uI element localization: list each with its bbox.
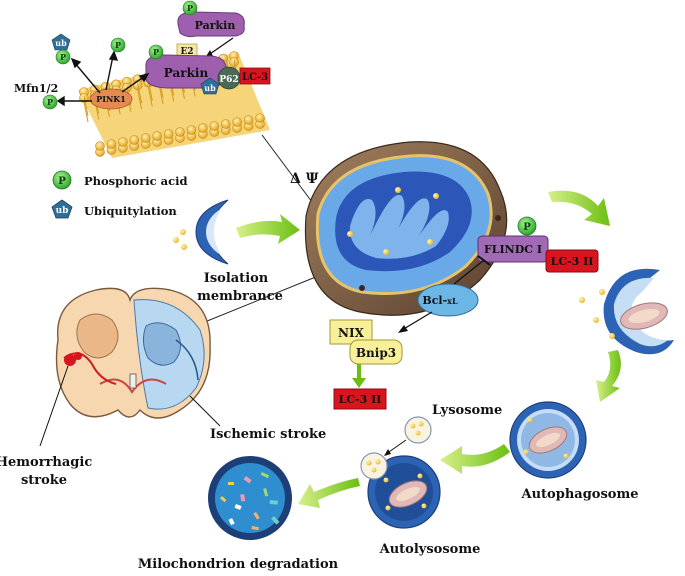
bcl-xl-label: Bcl-xL [422,294,458,307]
lc3-bottom-box [333,388,387,410]
hemorrhagic-label-line1: Hemorrhagic [0,455,92,470]
pink1-parkin-complex: Parkin P E2 Parkin P ub P62 LC-3 PINK1 [14,0,271,110]
autolysosome-label: Autolysosome [379,542,481,557]
hemorrhagic-label-line2: stroke [21,473,67,488]
phosphate-icon [517,216,537,236]
svg-text:ub: ub [204,83,216,93]
svg-text:P: P [115,40,121,50]
isolation-label-line1: Isolation [204,271,269,286]
svg-text:P: P [523,222,531,233]
autophagosome-label: Autophagosome [521,487,639,502]
degradation-vesicle: Milochondrion degradation [138,456,339,572]
svg-text:P: P [187,3,193,13]
p62-label: P62 [219,75,238,85]
lc3-bottom-label: LC-3 II [339,393,382,406]
mfn-label: Mfn1/2 [14,82,58,95]
arrow-to-autophagosome [596,350,621,402]
legend: P Phosphoric acid ub Ubiquitylation [51,170,188,219]
brain-coronal-section: Hemorrhagic stroke Ischemic stroke [0,287,326,488]
lc3-top-label: LC-3 [242,72,268,83]
pink1-shape [89,88,133,110]
svg-text:ub: ub [56,206,69,216]
bnip3-box [349,339,403,365]
isolation-label-line2: membrance [197,289,283,304]
svg-text:E2: E2 [180,47,193,57]
nix-label: NIX [338,326,365,340]
lc3-right-label: LC-3 II [551,255,594,268]
pink1-label: PINK1 [96,94,126,104]
phosphate-icon [55,49,71,65]
svg-text:P: P [47,97,53,107]
phagophore-engulfing [579,268,674,355]
phosphate-icon [42,94,58,110]
arrow-to-mitochondrion [236,214,300,244]
lc3-right-box [545,249,599,273]
arrow-to-degradation [298,478,360,508]
phosphoric-acid-label: Phosphoric acid [84,174,188,188]
mitochondrion-main [304,141,508,316]
lysosome: Lysosome [384,403,502,456]
svg-text:P: P [58,176,66,187]
phosphate-legend-icon [52,170,72,190]
svg-text:ub: ub [55,38,67,48]
bcl-xl-shape [417,283,479,317]
degradation-label: Milochondrion degradation [138,557,339,572]
ischemic-label: Ischemic stroke [210,427,326,442]
receptors: FLINDC I P LC-3 II Bcl-xL NIX Bnip3 LC-3… [329,216,599,410]
autolysosome: Autolysosome [360,452,481,557]
flow-arrows [236,190,621,508]
parkin-top-label: Parkin [195,19,236,32]
isolation-membrane: Isolation membrance [173,199,283,304]
fundc1-box [477,235,549,263]
ubiquitin-icon [200,77,220,95]
parkin-main-label: Parkin [164,66,209,80]
svg-text:P: P [60,52,66,62]
lc3-top-box [239,67,271,85]
svg-text:P: P [153,47,159,57]
arrow-to-isolation-right [548,190,610,226]
bnip3-label: Bnip3 [356,346,396,360]
fundc1-label: FLINDC I [484,243,542,256]
phosphate-icon [182,0,198,16]
autophagosome: Autophagosome [509,401,639,502]
lysosome-label: Lysosome [432,403,502,418]
ubiquitylation-label: Ubiquitylation [84,204,177,218]
ubiquitin-legend-icon [51,199,73,219]
phosphate-icon [148,44,164,60]
arrow-to-autolysosome [440,444,510,474]
phosphate-icon [110,37,126,53]
